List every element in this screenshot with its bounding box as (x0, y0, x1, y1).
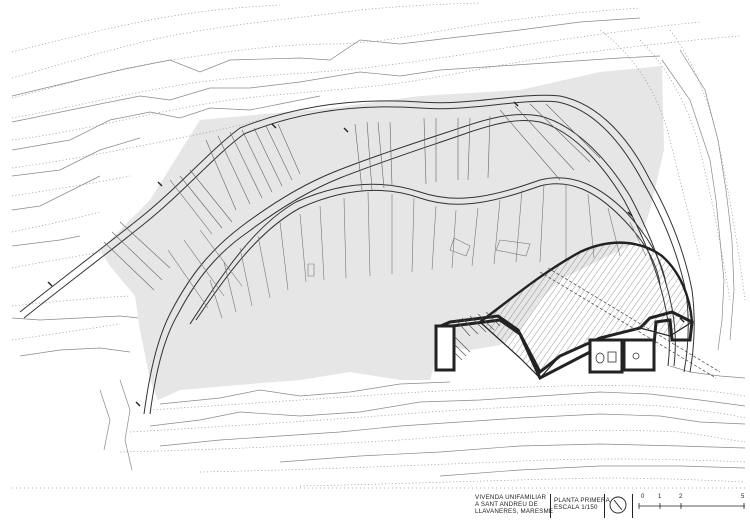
stair-treads (453, 311, 501, 361)
terrace-walls (19, 94, 695, 415)
terrace-steps (103, 103, 601, 291)
axis-line (539, 267, 721, 379)
topography-lines (11, 17, 746, 477)
sheet-separator (604, 494, 605, 518)
bathroom-fixtures (595, 351, 640, 364)
title-separator (550, 494, 551, 518)
scale-bar-graphic (638, 503, 745, 509)
scale-bar: 0 1 2 5 (637, 494, 747, 518)
north-arrow-icon (609, 496, 627, 514)
sheet-scale: ESCALA 1/150 (554, 504, 598, 511)
house-walls (434, 310, 694, 381)
project-title-line-2: A SANT ANDREU DE (475, 501, 538, 508)
project-title-line-1: VIVENDA UNIFAMILIAR (475, 494, 547, 501)
title-block: VIVENDA UNIFAMILIAR A SANT ANDREU DE LLA… (470, 494, 746, 520)
project-title-line-3: LLAVANERES, MARESME (475, 508, 554, 515)
house-roof (479, 241, 694, 379)
scale-tick-0: 0 (641, 494, 645, 500)
scale-tick-1: 1 (658, 494, 662, 500)
scale-tick-5: 5 (741, 494, 745, 500)
north-separator (632, 494, 633, 518)
sheet-title: PLANTA PRIMERA (554, 497, 610, 504)
terrace-fan-lines (167, 183, 647, 319)
scale-tick-2: 2 (679, 494, 683, 500)
wall-markers (47, 101, 685, 407)
